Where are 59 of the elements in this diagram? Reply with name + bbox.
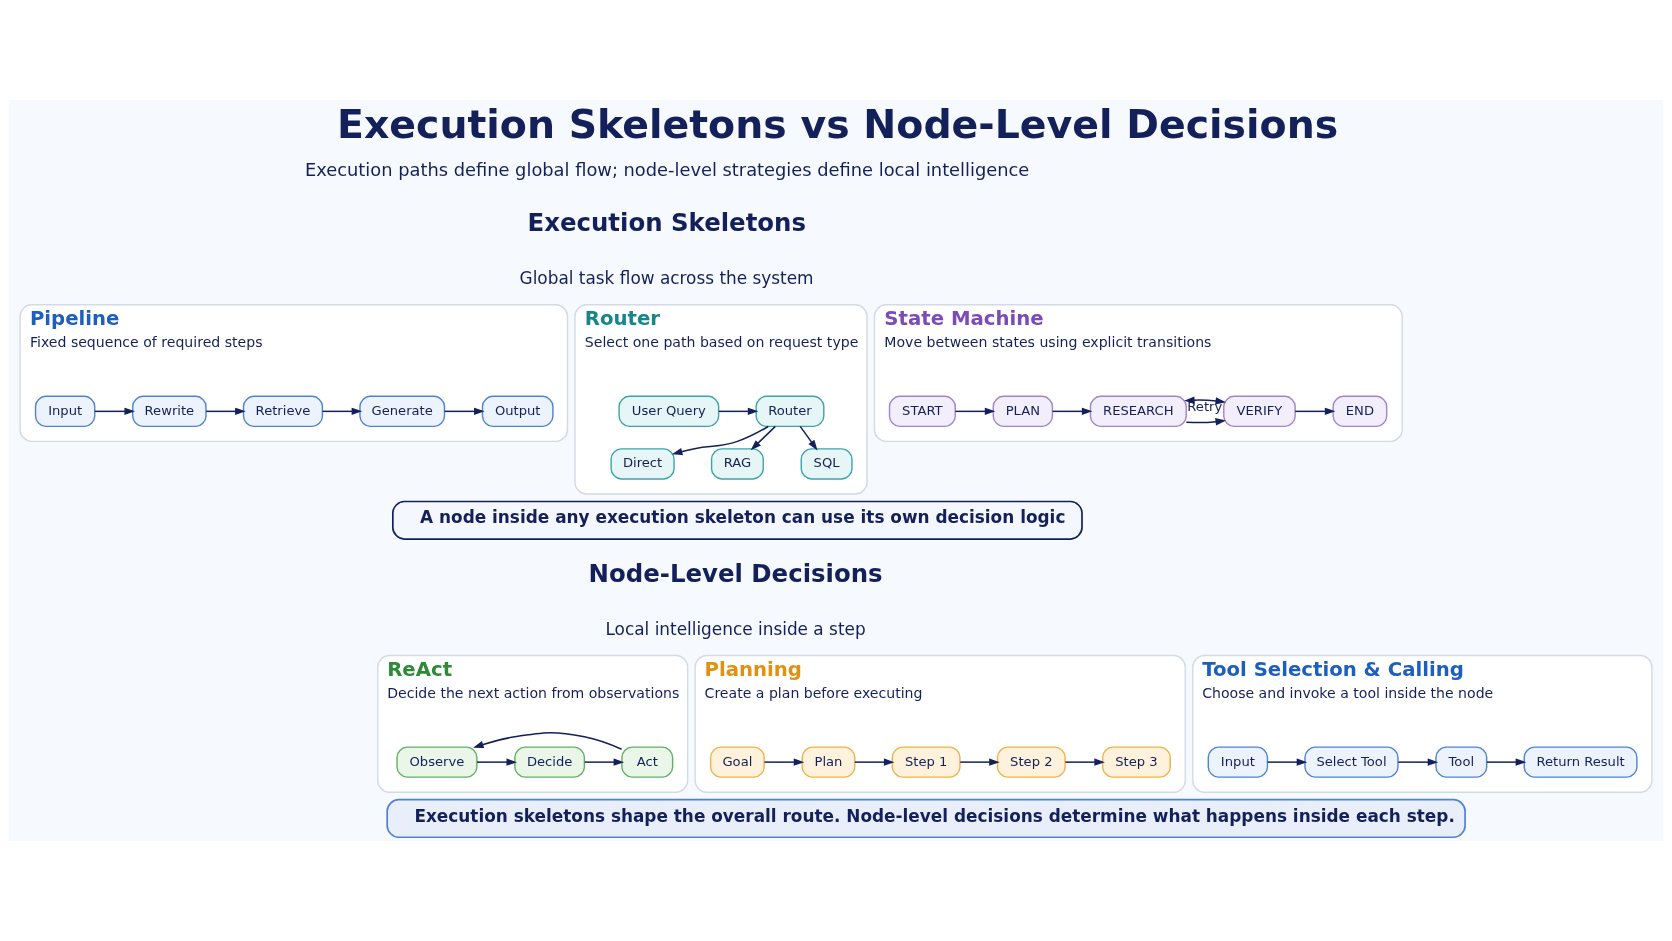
node-box: Step 1 [891,746,961,778]
arrow [321,407,363,416]
node-box: Return Result [1523,746,1638,778]
node-box: Goal [709,746,765,778]
arrow [1184,396,1227,405]
arrow [476,758,517,766]
edge-label: Retry [1187,398,1223,414]
arrow [443,407,485,416]
node-box: VERIFY [1223,395,1296,428]
arrow [763,758,805,766]
arrow [954,407,996,416]
node-box: Retrieve [242,395,324,428]
node-box: SQL [800,448,853,480]
node-box: Select Tool [1304,746,1399,778]
arrow [1064,758,1105,766]
node-box: Step 2 [996,746,1066,778]
node-box: Input [1207,746,1269,778]
node-box: Plan [801,746,856,778]
node-box: Direct [610,448,675,480]
node-box: Step 3 [1101,746,1171,778]
arrow [94,407,135,416]
node-box: RESEARCH [1089,395,1187,428]
label: Local intelligence inside a step [605,619,866,640]
diagram-title: Execution Skeletons vs Node-Level Decisions [336,101,1339,148]
arrow [1397,758,1439,766]
node-box: A node inside any execution skeleton can use its own decision logic [392,500,1083,540]
node-box: Act [621,746,674,778]
arrow [205,407,246,416]
node-box: Input [34,395,96,428]
arrow [1294,407,1336,416]
node-box: RAG [710,448,764,480]
node-box: END [1332,395,1388,428]
label: Execution paths define global flow; node-level strategies define local intelligence [305,158,1030,180]
label: Execution Skeletons [527,207,807,237]
node-box: PLAN [992,395,1054,428]
label: Node-Level Decisions [588,558,883,588]
arrow [750,425,777,451]
arrow [1185,418,1227,426]
node-box: Decide [514,746,586,778]
arrow [473,732,623,750]
label: Global task flow across the system [519,268,814,289]
arrow [799,425,818,451]
node-box: User Query [618,395,720,428]
arrow [1486,758,1527,766]
node-box: Execution skeletons shape the overall route. Node-level decisions determine what happens inside each step. [386,798,1466,839]
node-box: Generate [359,395,446,428]
arrow [718,407,759,416]
arrow [671,425,769,456]
arrow [854,758,895,766]
arrow [583,758,625,766]
arrow [1051,407,1093,416]
node-box: Tool [1435,746,1488,778]
node-box: Observe [396,746,478,778]
node-box: Output [481,395,554,428]
node-box: Router [755,395,825,428]
arrow [1266,758,1308,766]
node-box: Rewrite [132,395,207,428]
arrow [959,758,1000,766]
node-box: START [888,395,956,428]
